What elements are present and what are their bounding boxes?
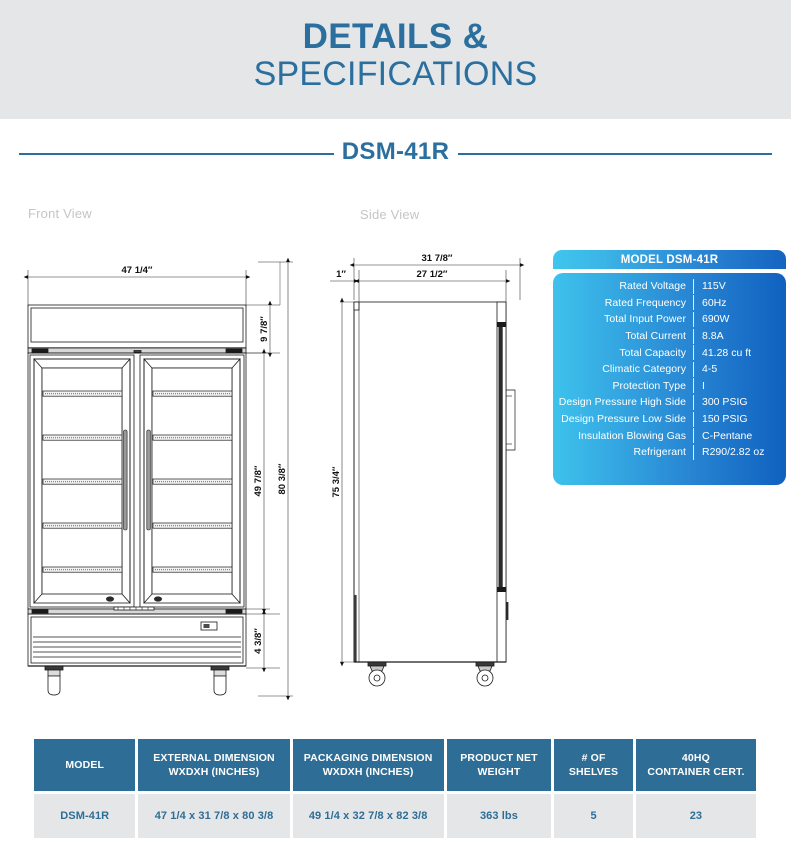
- column-header-num-shelves: # OF SHELVES: [554, 739, 633, 791]
- spec-value: R290/2.82 oz: [702, 446, 765, 459]
- column-header-line1: EXTERNAL DIMENSION: [153, 751, 275, 764]
- side-cabinet-height-dimension-label: 75 3/4″: [331, 466, 342, 497]
- spec-row: Total Current 8.8A: [553, 328, 786, 345]
- spec-divider: [693, 278, 694, 294]
- spec-label: Rated Frequency: [604, 296, 686, 309]
- spec-label: Total Capacity: [619, 346, 686, 359]
- divider-rule-left: [19, 153, 334, 155]
- spec-divider: [693, 411, 694, 427]
- model-title: DSM-41R: [341, 138, 450, 165]
- column-header-line1: 40HQ: [681, 751, 710, 764]
- cell-container-cert: 23: [635, 794, 756, 838]
- spec-label: Rated Voltage: [619, 280, 686, 293]
- spec-value: 41.28 cu ft: [702, 346, 752, 359]
- summary-table: MODEL EXTERNAL DIMENSION WXDXH (INCHES) …: [31, 736, 759, 841]
- spec-divider: [693, 444, 694, 460]
- spec-value: 8.8A: [702, 330, 724, 343]
- spec-label: Insulation Blowing Gas: [578, 429, 686, 442]
- spec-row: Total Capacity 41.28 cu ft: [553, 344, 786, 361]
- spec-value: 690W: [702, 313, 730, 326]
- column-header-line2: CONTAINER CERT.: [647, 766, 745, 778]
- spec-divider: [693, 328, 694, 344]
- column-header-external-dimension: EXTERNAL DIMENSION WXDXH (INCHES): [138, 739, 290, 791]
- cell-num-shelves: 5: [554, 794, 633, 838]
- spec-value: 60Hz: [702, 296, 727, 309]
- spec-divider: [693, 311, 694, 327]
- column-header-line2: WXDXH (INCHES): [168, 766, 260, 778]
- column-header-line2: WXDXH (INCHES): [322, 766, 414, 778]
- spec-divider: [693, 394, 694, 410]
- spec-row: Rated Voltage 115V: [553, 278, 786, 295]
- table-header-row: MODEL EXTERNAL DIMENSION WXDXH (INCHES) …: [34, 739, 756, 791]
- spec-divider: [693, 345, 694, 361]
- spec-row: Design Pressure Low Side 150 PSIG: [553, 411, 786, 428]
- front-width-dimension-label: 47 1/4″: [122, 265, 153, 276]
- column-header-line2: WEIGHT: [477, 766, 521, 778]
- column-header-product-net-weight: PRODUCT NET WEIGHT: [446, 739, 552, 791]
- side-cabinet-depth-dimension-label: 27 1/2″: [417, 269, 448, 280]
- front-canopy-height-dimension-label: 9 7/8″: [259, 316, 270, 342]
- column-header-line1: PACKAGING DIMENSION: [303, 751, 433, 764]
- column-header-line1: MODEL: [65, 758, 105, 771]
- column-header-line2: SHELVES: [568, 766, 619, 778]
- spec-row: Protection Type I: [553, 378, 786, 395]
- spec-value: 4-5: [702, 363, 718, 376]
- spec-row: Design Pressure High Side 300 PSIG: [553, 394, 786, 411]
- specification-card: MODEL DSM-41R Rated Voltage 115V Rated F…: [553, 250, 786, 485]
- front-view-drawing: 47 1/4″ 9 7/8″ 49 7/8″ 4 3/8″ 80 3/8″: [23, 257, 293, 700]
- page-title-line1: DETAILS &: [302, 17, 489, 56]
- page-title-line2: SPECIFICATIONS: [253, 54, 538, 93]
- side-rear-offset-dimension-label: 1″: [336, 269, 346, 280]
- spec-divider: [693, 378, 694, 394]
- spec-value: 150 PSIG: [702, 413, 748, 426]
- spec-value: C-Pentane: [702, 429, 753, 442]
- spec-label: Protection Type: [612, 379, 686, 392]
- table-row: DSM-41R 47 1/4 x 31 7/8 x 80 3/8 49 1/4 …: [34, 794, 756, 838]
- model-title-row: DSM-41R: [0, 138, 791, 168]
- header-band: DETAILS & SPECIFICATIONS: [0, 0, 791, 119]
- spec-divider: [693, 295, 694, 311]
- spec-divider: [693, 361, 694, 377]
- spec-label: Design Pressure Low Side: [561, 413, 686, 426]
- spec-label: Design Pressure High Side: [558, 396, 686, 409]
- spec-label: Refrigerant: [633, 446, 686, 459]
- spec-value: 300 PSIG: [702, 396, 748, 409]
- side-view-label: Side View: [360, 207, 420, 222]
- specification-card-body: Rated Voltage 115V Rated Frequency 60Hz …: [553, 273, 786, 485]
- page-title: DETAILS & SPECIFICATIONS: [0, 18, 791, 93]
- column-header-line1: # OF: [581, 751, 606, 764]
- side-view-drawing: 31 7/8″ 27 1/2″ 1″ 75 3/4″: [330, 253, 525, 687]
- column-header-container-cert: 40HQ CONTAINER CERT.: [635, 739, 756, 791]
- spec-row: Insulation Blowing Gas C-Pentane: [553, 427, 786, 444]
- front-view-label: Front View: [28, 206, 92, 221]
- front-overall-height-dimension-label: 80 3/8″: [277, 463, 288, 494]
- divider-rule-right: [458, 153, 772, 155]
- spec-label: Climatic Category: [602, 363, 686, 376]
- specification-rows: Rated Voltage 115V Rated Frequency 60Hz …: [553, 278, 786, 461]
- spec-row: Rated Frequency 60Hz: [553, 295, 786, 312]
- column-header-model: MODEL: [34, 739, 136, 791]
- spec-row: Total Input Power 690W: [553, 311, 786, 328]
- spec-value: I: [702, 379, 705, 392]
- spec-divider: [693, 428, 694, 444]
- cell-product-net-weight: 363 lbs: [446, 794, 552, 838]
- front-base-height-dimension-label: 4 3/8″: [253, 628, 264, 654]
- front-door-height-dimension-label: 49 7/8″: [253, 465, 264, 496]
- column-header-line1: PRODUCT NET: [460, 751, 538, 764]
- spec-label: Total Current: [625, 330, 686, 343]
- cell-model: DSM-41R: [34, 794, 136, 838]
- specification-card-title: MODEL DSM-41R: [553, 250, 786, 269]
- spec-label: Total Input Power: [604, 313, 686, 326]
- spec-row: Climatic Category 4-5: [553, 361, 786, 378]
- spec-value: 115V: [702, 280, 726, 293]
- side-overall-depth-dimension-label: 31 7/8″: [422, 253, 453, 264]
- cell-packaging-dimension: 49 1/4 x 32 7/8 x 82 3/8: [292, 794, 444, 838]
- column-header-packaging-dimension: PACKAGING DIMENSION WXDXH (INCHES): [292, 739, 444, 791]
- cell-external-dimension: 47 1/4 x 31 7/8 x 80 3/8: [138, 794, 290, 838]
- spec-row: Refrigerant R290/2.82 oz: [553, 444, 786, 461]
